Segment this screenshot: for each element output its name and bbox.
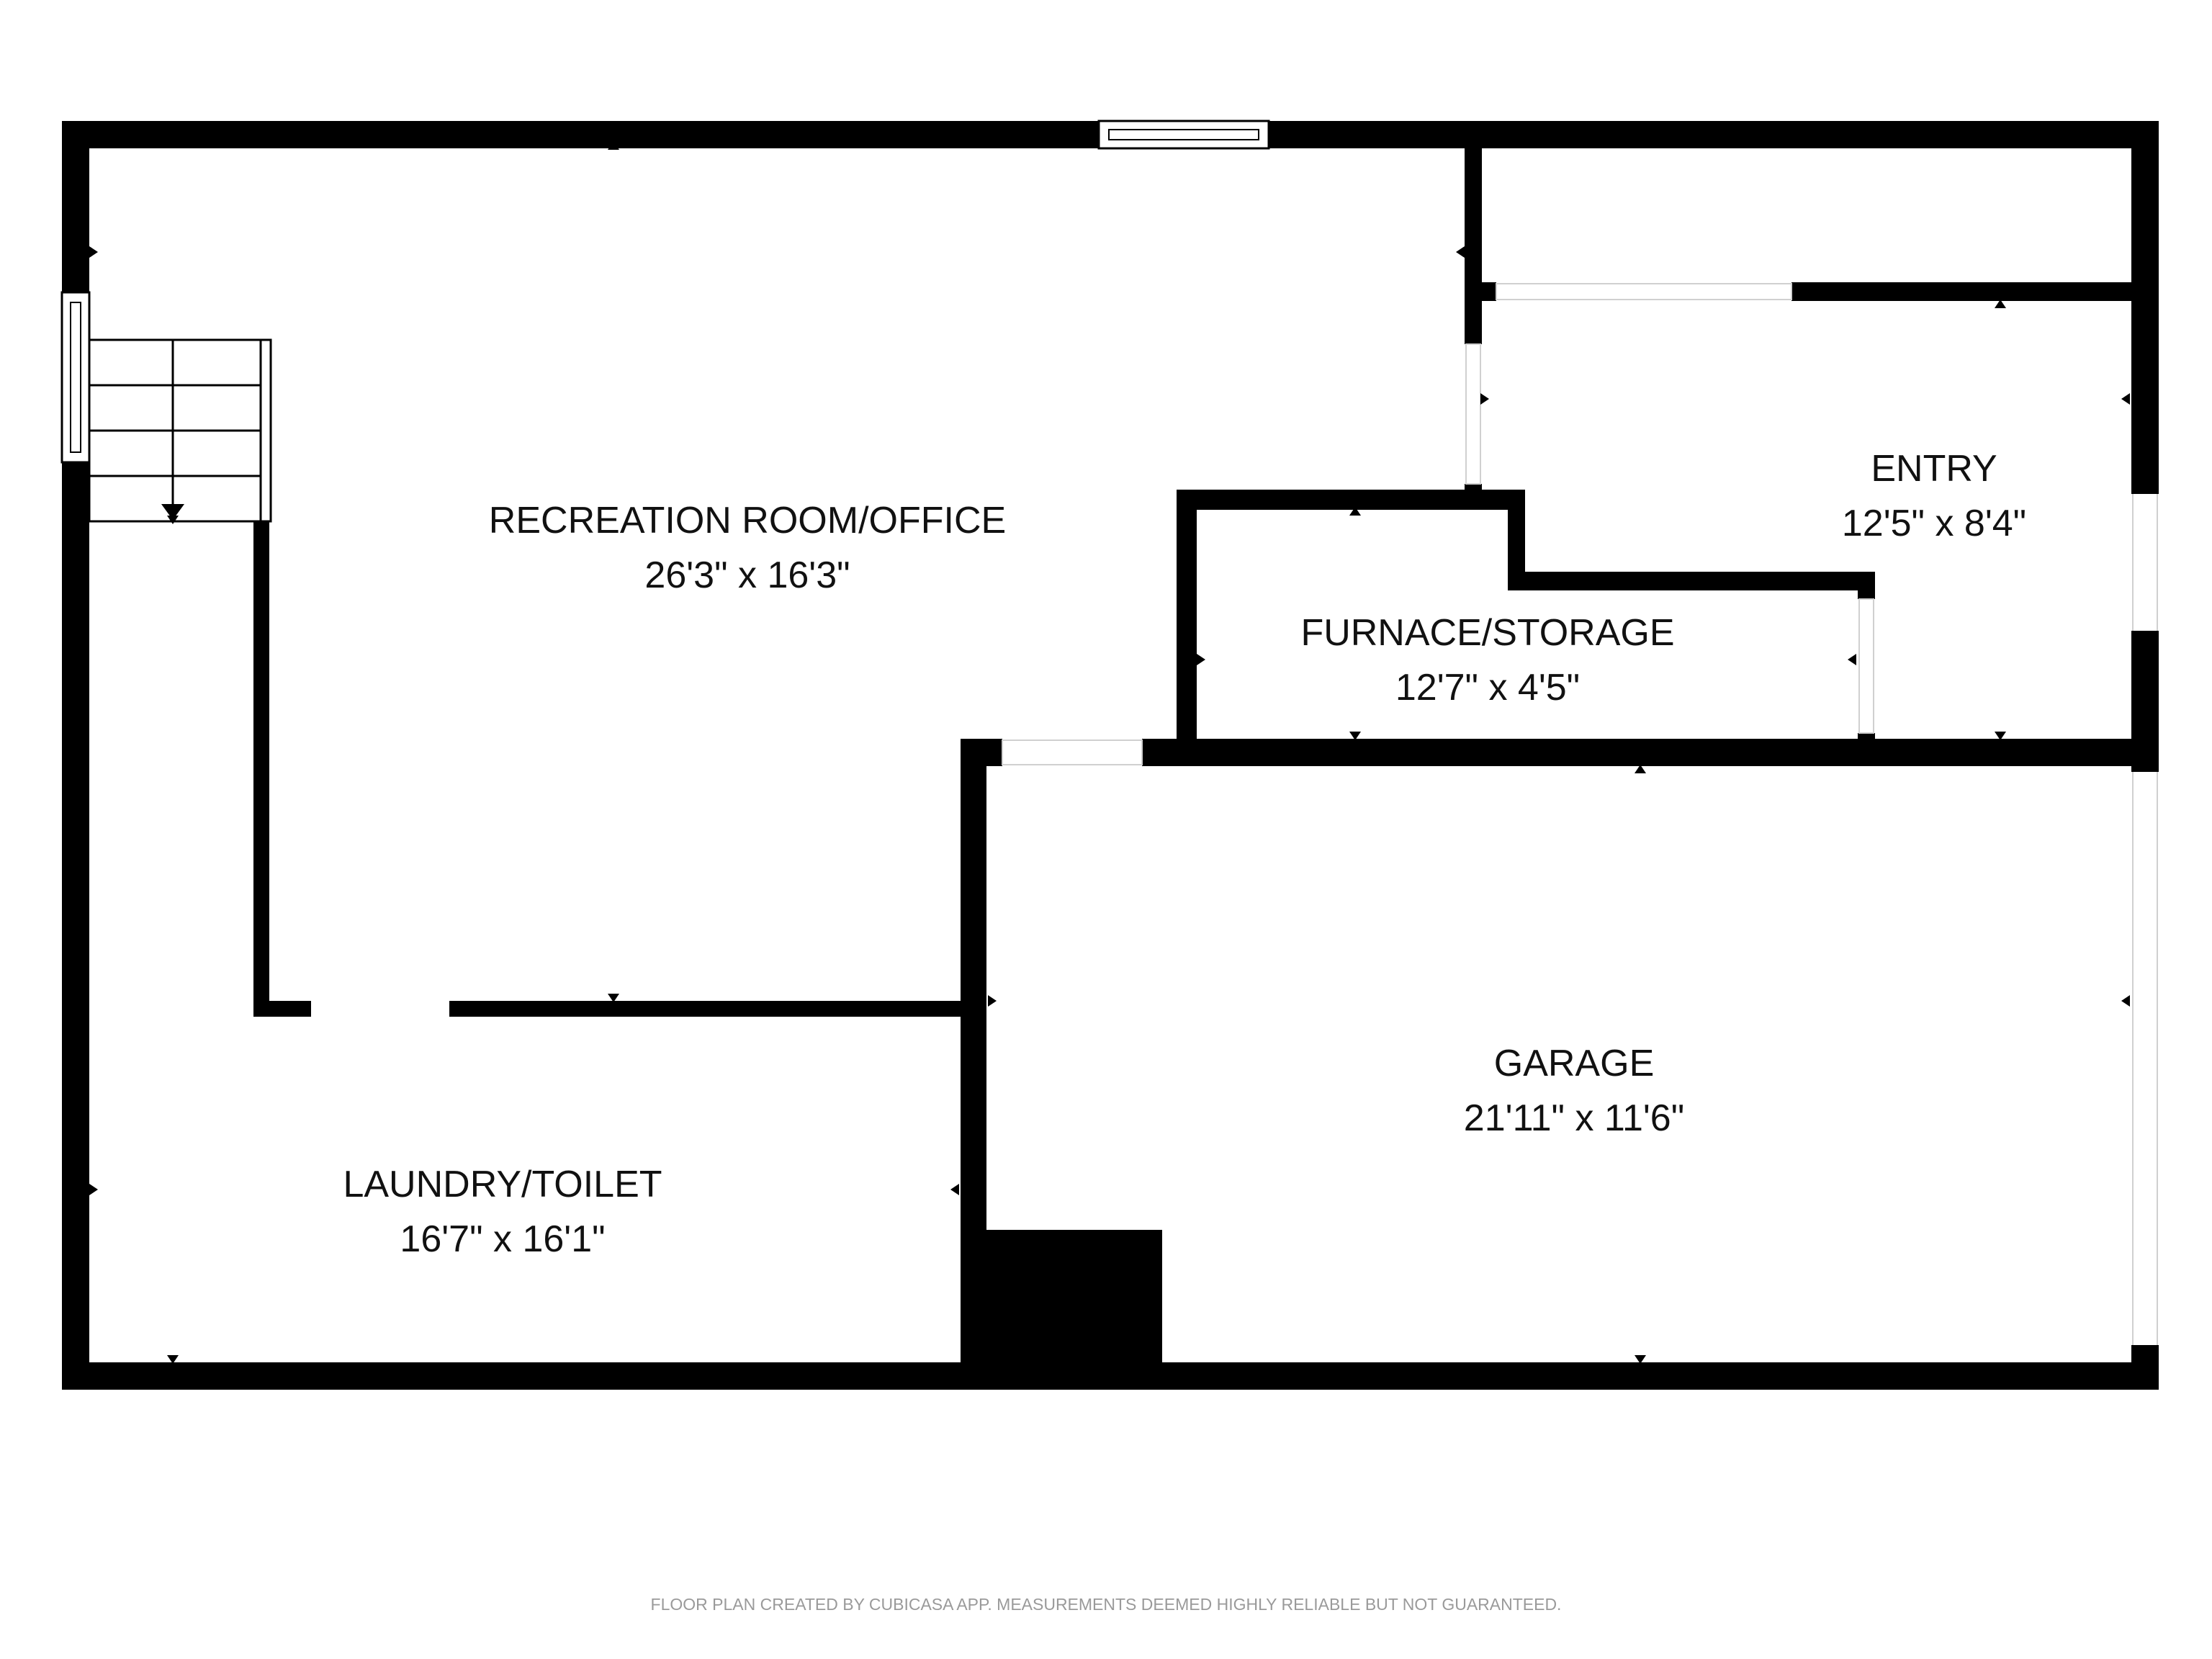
garage-block [961,1230,1162,1390]
room-label-entry: ENTRY 12'5" x 8'4" [1842,448,2026,544]
room-label-recreation: RECREATION ROOM/OFFICE 26'3" x 16'3" [489,500,1006,596]
window-left [60,291,91,464]
room-dimensions: 16'7" x 16'1" [400,1218,605,1260]
interior-walls [253,121,2159,1390]
right-wall-upper [2131,121,2159,494]
right-openings [2132,494,2158,1345]
room-label-furnace: FURNACE/STORAGE 12'7" x 4'5" [1300,612,1674,709]
furnace-step-wall [1508,572,1875,590]
room-dimensions: 26'3" x 16'3" [644,554,850,596]
room-name: GARAGE [1494,1043,1655,1084]
garage-top-wall [961,739,1002,766]
room-dimensions: 12'5" x 8'4" [1842,503,2026,544]
openings [1002,283,1874,765]
room-dimensions: 21'11" x 11'6" [1464,1097,1684,1139]
staircase [88,338,272,523]
wall-markers [89,141,2130,1364]
room-label-laundry: LAUNDRY/TOILET 16'7" x 16'1" [343,1164,662,1260]
room-name: FURNACE/STORAGE [1300,612,1674,654]
right-wall-lower [2131,1345,2159,1390]
room-dimensions: 12'7" x 4'5" [1395,667,1580,709]
room-name: ENTRY [1871,448,1997,490]
stair-side-wall [253,521,269,1017]
entry-left-wall-top [1465,121,1482,344]
furnace-top-wall [1177,490,1525,510]
entry-top-partition [1791,282,2159,301]
furnace-left-wall [1177,490,1197,765]
window-top [1097,120,1270,150]
rec-laundry-wall [449,1001,969,1017]
room-label-garage: GARAGE 21'11" x 11'6" [1464,1043,1684,1139]
disclaimer-text: FLOOR PLAN CREATED BY CUBICASA APP. MEAS… [651,1595,1562,1614]
room-name: LAUNDRY/TOILET [343,1164,662,1205]
room-name: RECREATION ROOM/OFFICE [489,500,1006,541]
